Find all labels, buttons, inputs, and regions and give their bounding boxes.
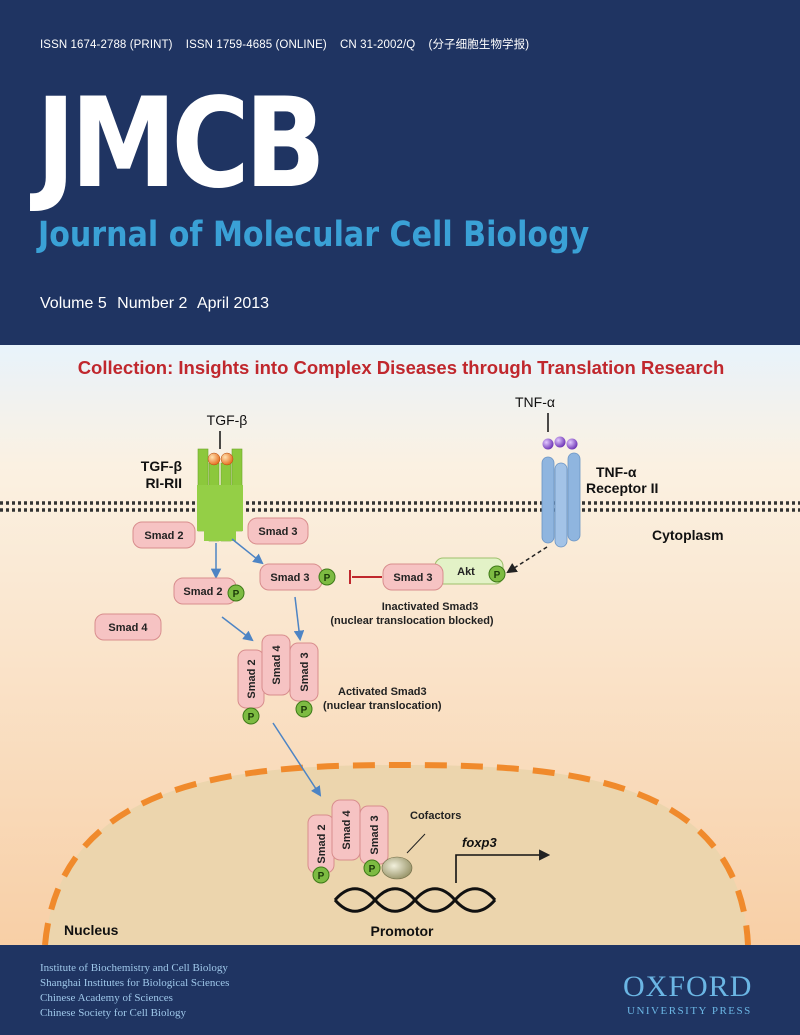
phosphate-group <box>363 859 381 877</box>
activated-note: (nuclear translocation) <box>323 700 442 712</box>
issn-online: ISSN 1759-4685 (ONLINE) <box>185 39 327 51</box>
collection-title: Collection: Insights into Complex Diseas… <box>78 357 725 378</box>
phosphate-group <box>227 584 245 602</box>
promotor-label: Promotor <box>371 923 435 939</box>
smad3-label: Smad 3 <box>270 572 309 584</box>
smad3-label: Smad 3 <box>299 652 311 691</box>
tnfa-ligand-ball <box>542 438 554 450</box>
phosphate-label: P <box>318 871 325 882</box>
tgfb-receptor <box>197 448 243 542</box>
nucleus-area <box>45 765 748 945</box>
arrow-smad3-phosphorylation <box>231 538 264 565</box>
smad2-phosphorylated: Smad 2 P <box>173 577 245 605</box>
volume-label: Volume 5 <box>40 295 107 312</box>
cover-figure: Collection: Insights into Complex Diseas… <box>0 345 800 945</box>
smad4-label: Smad 4 <box>271 645 283 685</box>
cofactors-label: Cofactors <box>410 810 461 822</box>
phosphate-label: P <box>494 570 501 581</box>
tnfa-ligand-ball <box>554 436 566 448</box>
smad2-free: Smad 2 <box>132 521 196 549</box>
smad2-label: Smad 2 <box>316 824 328 863</box>
journal-logo: JMCB <box>36 72 326 216</box>
number-label: Number 2 <box>117 295 188 312</box>
tnfa-ligand-label: TNF-α <box>515 394 555 410</box>
smad3-label: Smad 3 <box>369 815 381 854</box>
nucleus-label: Nucleus <box>64 922 119 938</box>
phosphate-label: P <box>233 589 240 600</box>
phosphate-group <box>242 707 260 725</box>
phosphate-group <box>295 700 313 718</box>
smad4-label: Smad 4 <box>108 622 148 634</box>
smad3-phosphorylated: Smad 3 P <box>259 563 336 591</box>
cover-footer: Institute of Biochemistry and Cell Biolo… <box>0 945 800 1035</box>
smad3-free: Smad 3 <box>247 517 309 545</box>
cytoplasm-label: Cytoplasm <box>652 527 724 543</box>
institution-line: Shanghai Institutes for Biological Scien… <box>40 977 230 989</box>
phosphate-label: P <box>301 705 308 716</box>
smad4-free: Smad 4 <box>94 613 162 641</box>
cover-header: ISSN 1674-2788 (PRINT) ISSN 1759-4685 (O… <box>0 0 800 345</box>
arrow-complex-formation <box>293 596 305 642</box>
smad3-label: Smad 3 <box>258 526 297 538</box>
chinese-title: (分子细胞生物学报) <box>428 39 530 51</box>
journal-full-title: Journal of Molecular Cell Biology <box>38 215 590 255</box>
smad3-label: Smad 3 <box>393 572 432 584</box>
pathway-diagram: Collection: Insights into Complex Diseas… <box>0 345 800 945</box>
phosphate-group <box>312 866 330 884</box>
publisher-subtitle: UNIVERSITY PRESS <box>627 1005 752 1017</box>
tnfa-ligand-ball <box>566 438 578 450</box>
phosphate-label: P <box>369 864 376 875</box>
smad2-label: Smad 2 <box>246 659 258 698</box>
transcription-arrow <box>455 849 551 883</box>
arrow-complex-formation <box>221 616 254 642</box>
tgfb-receptor-label: RI-RII <box>145 475 182 491</box>
tgfb-ligand-ball <box>220 452 234 466</box>
smad4-label: Smad 4 <box>341 810 353 850</box>
tnfa-receptor-label: TNF-α <box>596 464 637 480</box>
smad2-label: Smad 2 <box>144 530 183 542</box>
cofactor <box>381 856 413 880</box>
publisher-logo: OXFORD <box>623 970 753 1003</box>
smad2-label: Smad 2 <box>183 586 222 598</box>
tnfa-receptor <box>541 452 581 548</box>
issn-print: ISSN 1674-2788 (PRINT) <box>40 39 173 51</box>
date-label: April 2013 <box>196 295 270 312</box>
gene-label: foxp3 <box>462 835 497 850</box>
phosphate-group <box>318 568 336 586</box>
tgfb-ligand-label: TGF-β <box>207 412 248 428</box>
activated-label: Activated Smad3 <box>338 686 427 698</box>
institution-line: Chinese Academy of Sciences <box>40 992 173 1004</box>
tgfb-receptor-label: TGF-β <box>141 458 183 474</box>
cn-number: CN 31-2002/Q <box>339 39 416 51</box>
inactivated-note: (nuclear translocation blocked) <box>330 615 494 627</box>
arrow-nuclear-translocation <box>272 722 322 797</box>
issue-info: Volume 5 Number 2 April 2013 <box>40 295 275 313</box>
cofactor-leader <box>406 833 426 854</box>
institution-line: Institute of Biochemistry and Cell Biolo… <box>40 962 228 974</box>
phosphate-label: P <box>324 573 331 584</box>
dna-strand <box>333 887 497 913</box>
akt-label: Akt <box>457 566 475 578</box>
nuclear-envelope <box>42 761 751 945</box>
phosphate-label: P <box>248 712 255 723</box>
smad-complex-cytoplasm: Smad 2 Smad 4 Smad 3 P P <box>237 634 319 725</box>
tgfb-ligand-ball <box>207 452 221 466</box>
issn-line: ISSN 1674-2788 (PRINT) ISSN 1759-4685 (O… <box>40 36 529 52</box>
inactivated-label: Inactivated Smad3 <box>382 601 479 613</box>
akt-smad3-complex: Akt P Smad 3 <box>382 557 506 591</box>
tnfa-receptor-label: Receptor II <box>586 480 658 496</box>
institution-line: Chinese Society for Cell Biology <box>40 1007 187 1019</box>
arrow-akt-activation <box>506 546 548 574</box>
phosphate-group <box>488 565 506 583</box>
smad-complex-nucleus: Smad 2 Smad 4 Smad 3 P P <box>307 799 389 884</box>
